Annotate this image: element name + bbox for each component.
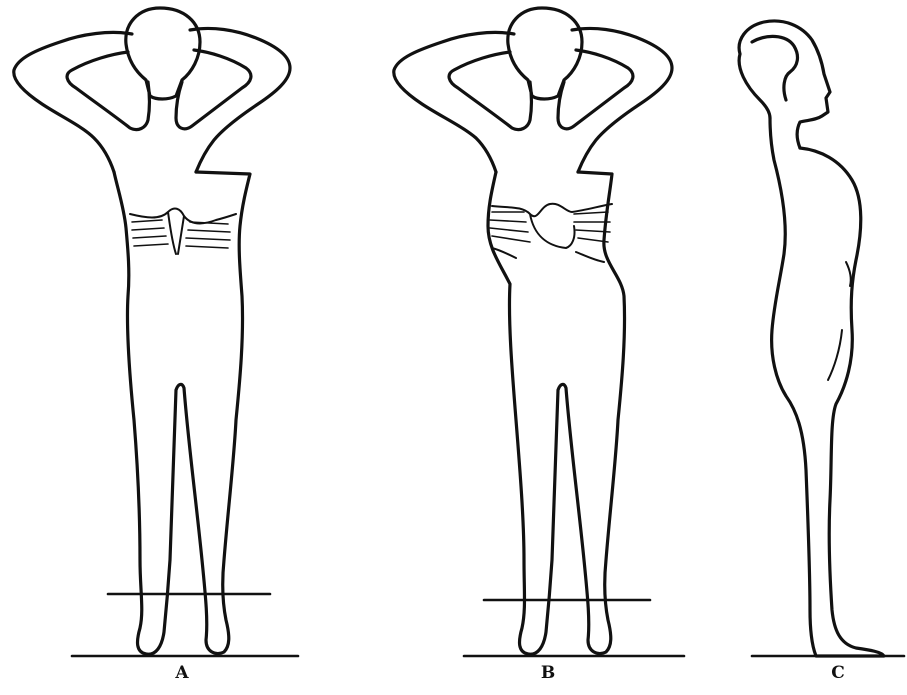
figure-c-label: C	[818, 663, 858, 683]
figure-b	[394, 8, 684, 656]
figure-c-head-and-arm	[739, 21, 830, 148]
figure-a-body	[114, 172, 250, 654]
figure-b-head	[508, 8, 582, 99]
figure-c-body	[770, 118, 884, 656]
figure-a	[14, 8, 298, 656]
figure-b-body	[488, 172, 625, 654]
figure-b-right-arm	[558, 28, 672, 172]
figure-a-head	[126, 8, 200, 99]
figure-c	[739, 21, 904, 656]
figure-c-hip-contour	[828, 262, 851, 380]
figure-b-label: B	[528, 663, 568, 683]
figure-b-rib-lines	[490, 212, 610, 242]
figure-a-right-arm	[176, 28, 290, 172]
figure-a-label: A	[162, 663, 202, 683]
